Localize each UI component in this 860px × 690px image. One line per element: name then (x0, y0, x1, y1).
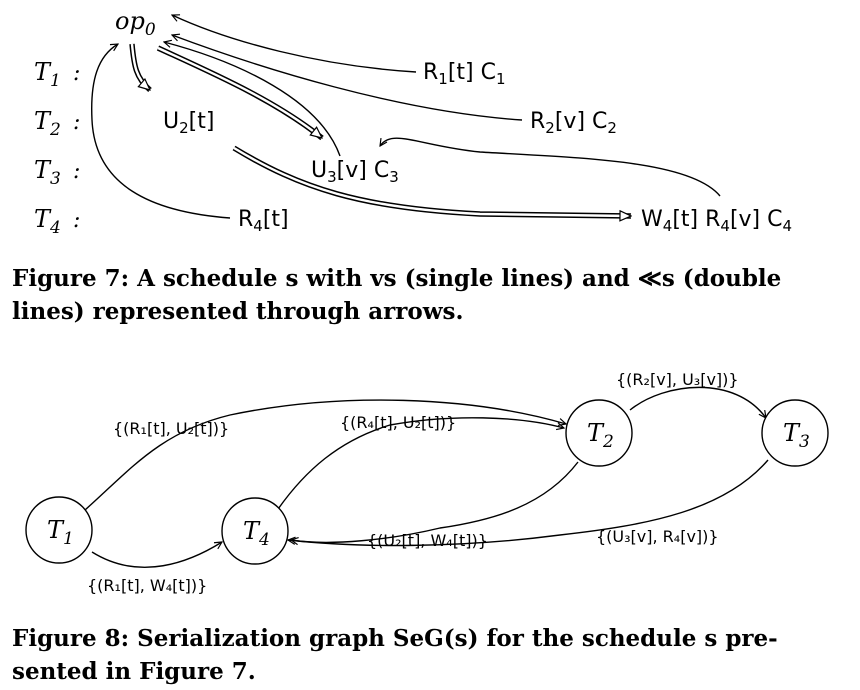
row-label-t3: T3 : (34, 156, 80, 189)
arrow-w4-to-u3 (380, 137, 721, 197)
svg-text:T3: T3 (34, 156, 61, 189)
figure-8-caption: Figure 8: Serialization graph SeG(s) for… (12, 625, 778, 685)
op0-label: op0 (115, 7, 156, 40)
row-label-t1: T1 : (34, 58, 80, 91)
svg-text:T4: T4 (34, 205, 61, 238)
double-arrow-op0-to-u3 (156, 45, 324, 141)
svg-text:T1: T1 (47, 516, 74, 549)
edge-label-t3-t4: {(U₃[v], R₄[v])} (596, 527, 719, 546)
svg-text::: : (73, 110, 80, 135)
op-r1-c1: R1[t]C1 (423, 60, 506, 88)
node-t2: T2 (565, 399, 633, 467)
op-w4-r4-c4: W4[t]R4[v]C4 (641, 207, 792, 235)
edge-t1-to-t2 (84, 399, 566, 511)
svg-text::: : (73, 61, 80, 86)
svg-text:T3: T3 (783, 419, 810, 452)
svg-text::: : (73, 208, 80, 233)
edge-t3-to-t4 (288, 459, 769, 547)
edge-label-t4-t2: {(R₄[t], U₂[t])} (340, 413, 456, 432)
figure-7-caption: Figure 7: A schedule s with vs (single l… (12, 265, 782, 325)
edge-t2-to-t4 (291, 461, 579, 542)
arrow-r4-to-op0 (91, 44, 231, 219)
edge-label-t2-t4: {(U₂[t], W₄[t])} (367, 531, 488, 550)
row-label-t2: T2 : (34, 107, 80, 140)
op-u3-c3: U3[v]C3 (311, 158, 399, 186)
edge-t2-to-t3 (629, 386, 766, 418)
arrow-r1-to-op0 (172, 15, 417, 73)
edge-label-t2-t3: {(R₂[v], U₃[v])} (616, 370, 739, 389)
double-arrow-op0-to-u2 (129, 43, 152, 93)
svg-text:T2: T2 (34, 107, 61, 140)
arrow-u3-to-op0 (164, 42, 341, 157)
op-u2: U2[t] (163, 109, 214, 137)
edge-t4-to-t2 (275, 417, 564, 513)
double-arrow-u2-to-w4 (232, 145, 631, 216)
arrow-r2-to-op0 (172, 35, 523, 121)
node-t1: T1 (25, 496, 93, 564)
edge-t1-to-t4 (91, 542, 222, 568)
node-t4: T4 (221, 497, 289, 565)
figure-8: T1 T4 T2 T3 {(R₁[t], U₂[t])} {(R₄[t], U₂… (25, 370, 829, 595)
node-t3: T3 (761, 399, 829, 467)
svg-text:T4: T4 (243, 517, 270, 550)
svg-text:T2: T2 (587, 419, 614, 452)
edge-label-t1-t4: {(R₁[t], W₄[t])} (87, 576, 207, 595)
svg-text:T1: T1 (34, 58, 61, 91)
edge-label-t1-t2: {(R₁[t], U₂[t])} (113, 419, 229, 438)
op-r4: R4[t] (238, 207, 289, 235)
svg-text::: : (73, 159, 80, 184)
figure-7: op0 T1 : T2 : T3 : T4 : R1[t]C1 R2[v]C2 … (34, 7, 792, 238)
row-label-t4: T4 : (34, 205, 80, 238)
op-r2-c2: R2[v]C2 (530, 109, 617, 137)
